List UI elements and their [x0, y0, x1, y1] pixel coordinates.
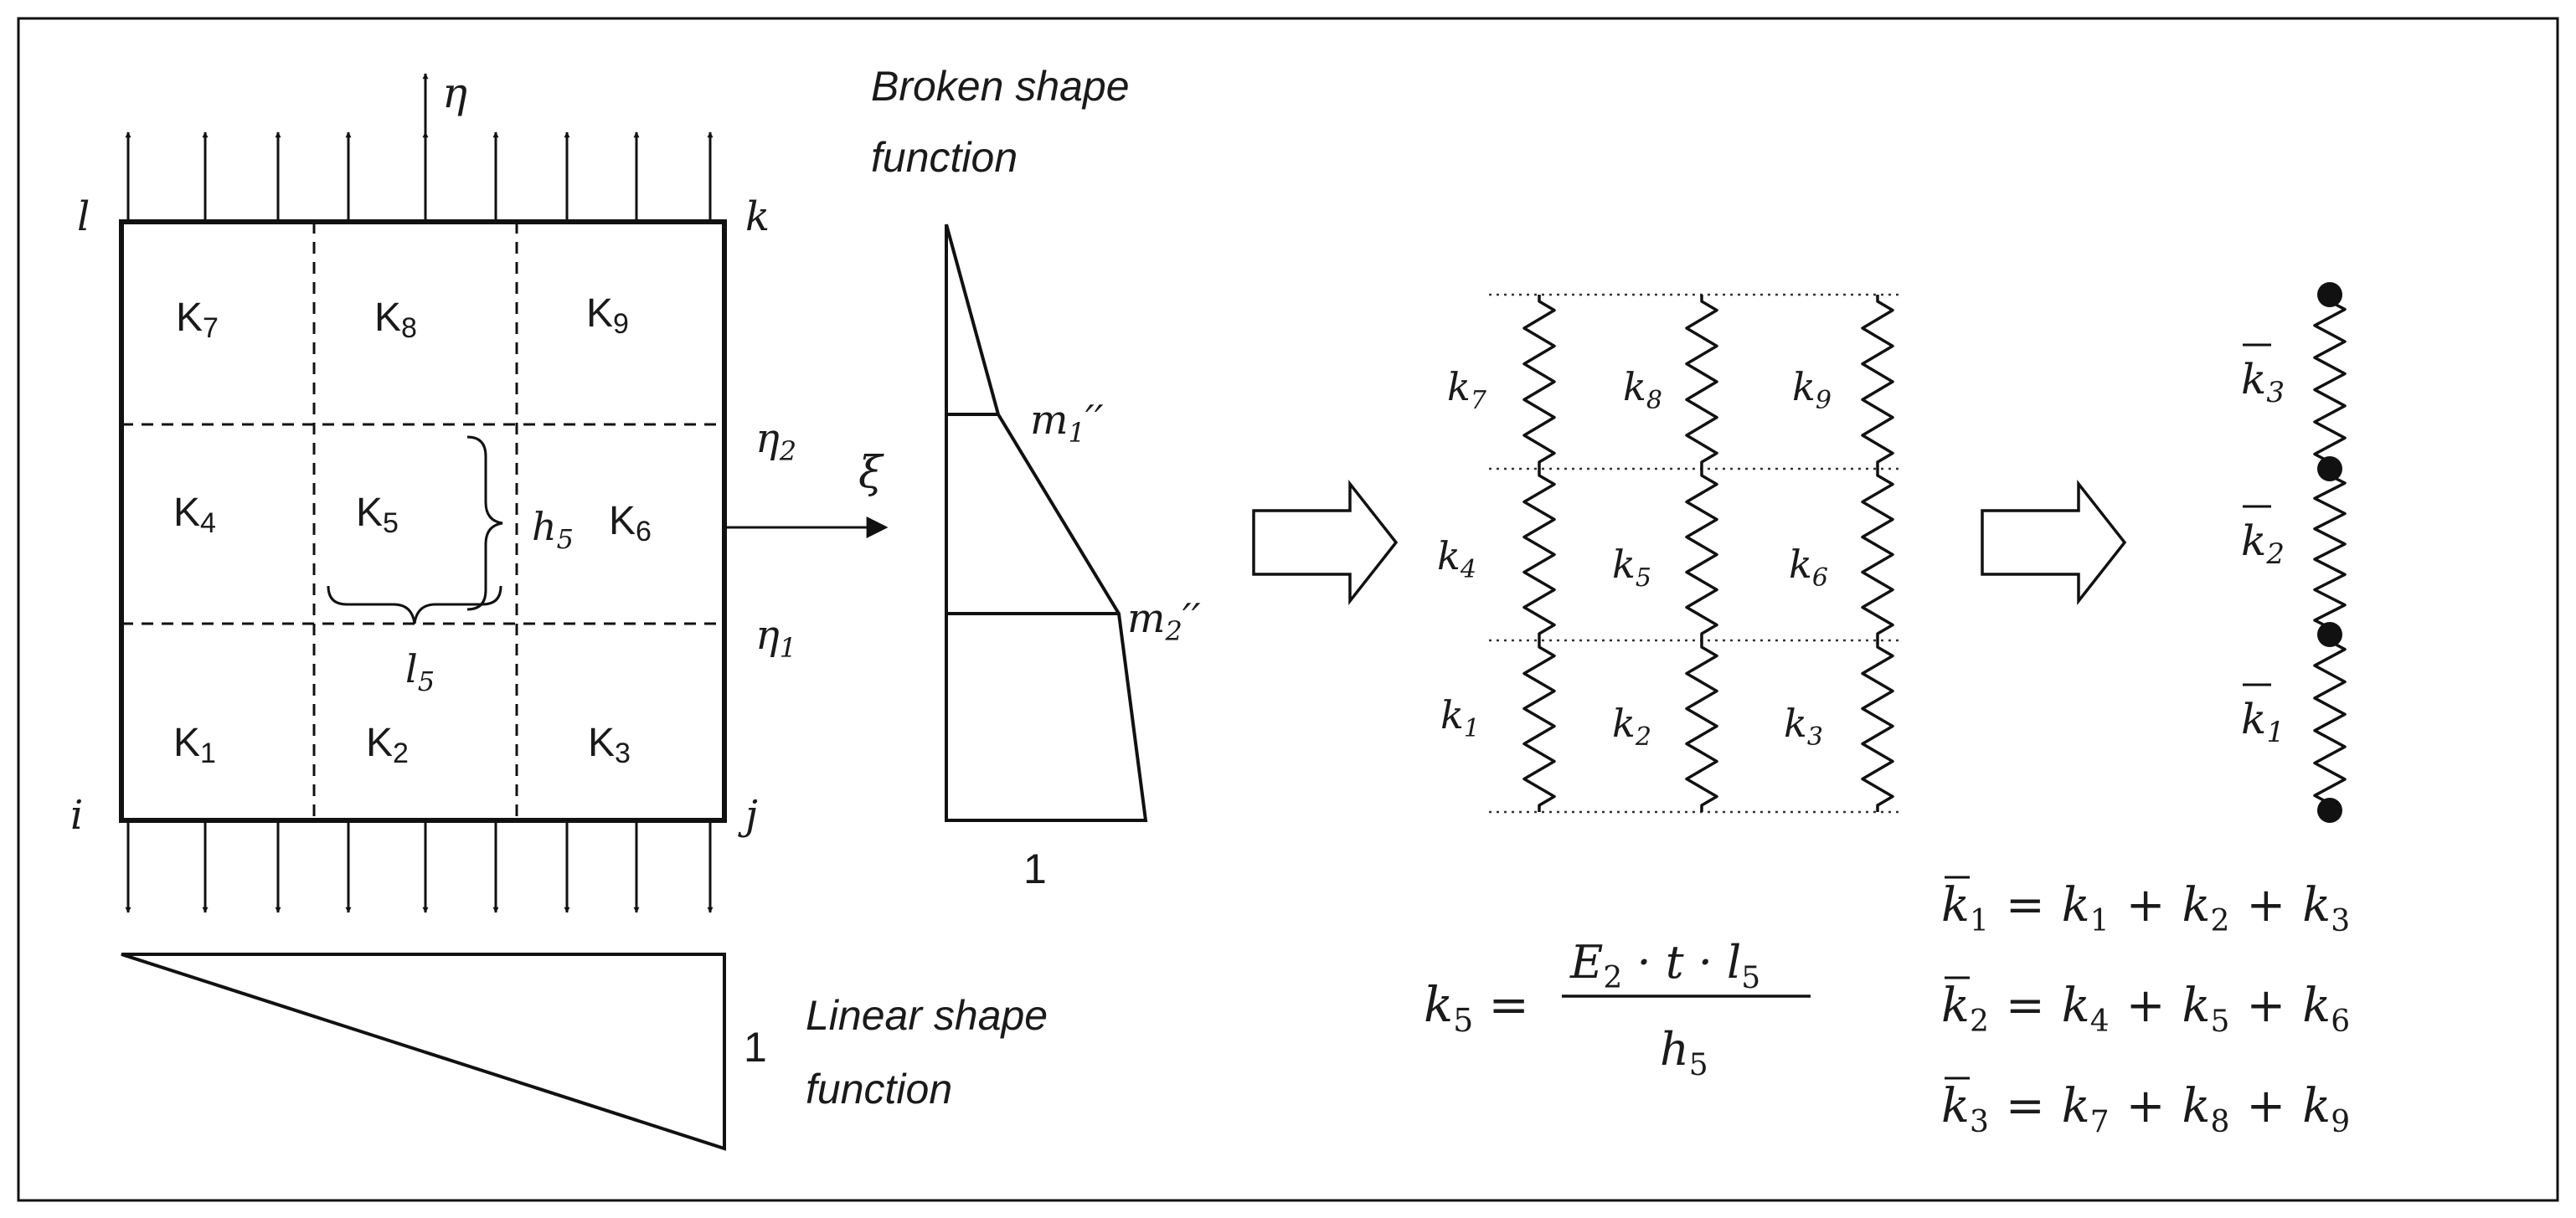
linear-shape-label-line1: Linear shape	[806, 992, 1048, 1039]
spring	[1522, 295, 1556, 469]
linear-shape-triangle	[121, 953, 726, 1151]
eta1-label: η1	[755, 612, 796, 664]
l5-label: l5	[405, 646, 435, 697]
spring-label-k4: k4	[1437, 533, 1476, 584]
broken-shape-outline	[945, 224, 1148, 822]
spring-label-k9: k9	[1792, 364, 1832, 415]
chain-node-top	[2317, 282, 2342, 307]
cell-label-k2: K2	[366, 721, 409, 769]
sum-formula-k3: k3=k7+k8+k9	[1941, 1077, 2350, 1139]
spring-label-k8: k8	[1623, 364, 1662, 415]
spring	[1522, 640, 1556, 812]
node-label-k: k	[745, 193, 770, 240]
node-label-l: l	[77, 193, 90, 240]
spring-label-k5: k5	[1612, 542, 1651, 593]
chain-node-2	[2317, 456, 2342, 481]
sum-formulas: k1=k1+k2+k3 k2=k4+k5+k6 k3=k7+k8+k9	[1941, 876, 2350, 1139]
linear-shape-value: 1	[744, 1024, 767, 1071]
equivalent-spring-set	[2313, 295, 2347, 810]
equivalent-label-k3: k3	[2241, 343, 2285, 409]
l5-brace	[327, 585, 502, 624]
transition-arrow-1	[1252, 479, 1399, 606]
chain-node-bottom	[2317, 798, 2342, 823]
svg-text:k3=k7+k8+k9: k3=k7+k8+k9	[1941, 1079, 2350, 1139]
equivalent-spring-chain: k3 k2 k1	[2241, 282, 2347, 823]
spring-grid: k7 k8 k9 k4 k5 k6 k1 k2 k3	[1437, 293, 1901, 814]
sum-formula-k1: k1=k1+k2+k3	[1941, 876, 2350, 938]
cell-label-k1: K1	[173, 721, 216, 769]
svg-text:k3: k3	[2241, 355, 2285, 409]
spring-label-k3: k3	[1784, 701, 1823, 752]
h5-brace	[466, 435, 503, 611]
k5-formula-lhs: k5=	[1424, 976, 1529, 1039]
broken-shape-group: Broken shape function m1′′ m2′′ 1	[871, 63, 1201, 892]
node-label-i: i	[70, 792, 83, 839]
spring-label-k2: k2	[1612, 701, 1651, 752]
spring	[1685, 469, 1718, 640]
bottom-load-arrows	[125, 820, 714, 913]
outer-frame	[17, 17, 2559, 1202]
svg-text:k1: k1	[2241, 695, 2285, 749]
equivalent-spring	[2313, 469, 2347, 635]
svg-text:k2: k2	[2241, 516, 2285, 571]
spring	[1861, 295, 1894, 469]
eta-axis-label: η	[442, 69, 467, 117]
broken-shape-base-value: 1	[1023, 845, 1047, 892]
svg-text:k2=k4+k5+k6: k2=k4+k5+k6	[1941, 979, 2350, 1039]
spring-set	[1522, 295, 1894, 812]
broken-shape-title-line1: Broken shape	[871, 63, 1130, 110]
spring-label-k6: k6	[1789, 542, 1828, 593]
h5-label: h5	[532, 504, 574, 555]
k5-formula: k5= E2 · t · l5 h5	[1424, 936, 1811, 1082]
k5-formula-denominator: h5	[1660, 1023, 1708, 1082]
equivalent-spring	[2313, 295, 2347, 469]
eta1-symbol: η	[755, 612, 780, 659]
sum-formula-k2: k2=k4+k5+k6	[1941, 976, 2350, 1039]
element-group: η ξ l k i j η2 η1 K7 K8 K9 K4 K5 K6 K1 K…	[70, 69, 1048, 1151]
spring-label-k7: k7	[1447, 364, 1487, 415]
equivalent-spring	[2313, 635, 2347, 810]
equivalent-label-k2: k2	[2241, 505, 2285, 571]
top-load-arrows	[125, 131, 714, 222]
eta2-symbol: η	[755, 415, 780, 462]
cell-label-k5: K5	[356, 491, 399, 539]
cell-label-k4: K4	[173, 491, 216, 539]
spring	[1685, 295, 1718, 469]
cell-label-k8: K8	[374, 296, 417, 344]
k5-formula-numerator: E2 · t · l5	[1569, 936, 1760, 995]
node-label-j: j	[738, 792, 758, 839]
xi-axis-label: ξ	[858, 448, 884, 498]
equivalent-label-k1: k1	[2241, 683, 2285, 749]
eta2-label: η2	[755, 415, 796, 467]
cell-label-k3: K3	[588, 721, 631, 769]
cell-labels: K7 K8 K9 K4 K5 K6 K1 K2 K3	[173, 291, 652, 769]
linear-shape-label-line2: function	[806, 1066, 952, 1113]
broken-shape-title-line2: function	[871, 134, 1018, 181]
chain-node-3	[2317, 622, 2342, 647]
m1-label: m1′′	[1030, 397, 1104, 449]
spring-label-k1: k1	[1440, 692, 1480, 743]
svg-text:k1=k1+k2+k3: k1=k1+k2+k3	[1941, 878, 2350, 938]
spring	[1861, 469, 1894, 640]
eta1-subscript: 1	[780, 632, 796, 664]
cell-label-k6: K6	[609, 499, 652, 547]
m2-label: m2′′	[1127, 595, 1201, 647]
spring	[1861, 640, 1894, 812]
transition-arrow-2	[1981, 479, 2127, 606]
spring	[1522, 469, 1556, 640]
eta2-subscript: 2	[779, 435, 796, 467]
element-boundary	[119, 219, 727, 823]
spring	[1685, 640, 1718, 812]
cell-label-k7: K7	[176, 296, 219, 344]
cell-label-k9: K9	[586, 291, 629, 340]
